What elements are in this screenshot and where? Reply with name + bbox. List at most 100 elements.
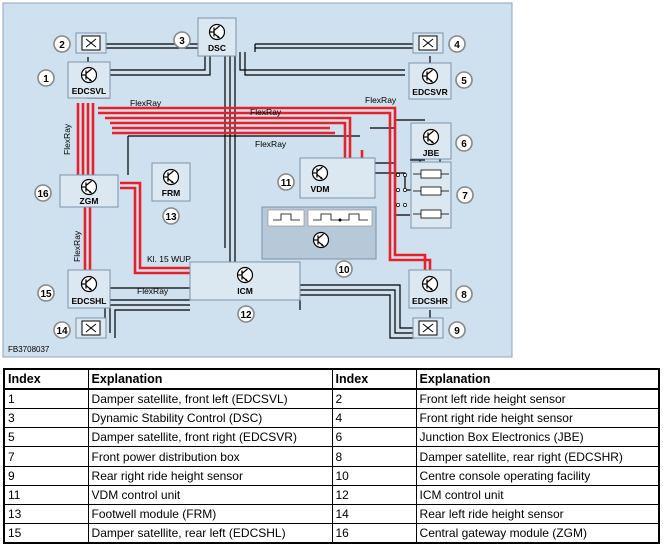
transistor-icon (162, 168, 180, 186)
cell-index: 7 (3, 446, 89, 467)
sensor-icon (418, 35, 438, 51)
module-console (261, 206, 377, 260)
callout-16: 16 (34, 184, 52, 202)
module-label-edcsvr: EDCSVR (412, 87, 447, 97)
cell-explanation: ICM control unit (415, 484, 660, 505)
transistor-icon (80, 275, 98, 293)
cell-explanation: Dynamic Stability Control (DSC) (87, 408, 333, 429)
svg-text:15: 15 (40, 289, 52, 300)
svg-text:2: 2 (59, 40, 65, 51)
callout-6: 6 (455, 134, 473, 152)
cell-index: 14 (331, 503, 417, 524)
table-row: 11 VDM control unit 12 ICM control unit (3, 484, 660, 505)
svg-text:8: 8 (461, 290, 467, 301)
module-label-edcshr: EDCSHR (412, 296, 448, 306)
module-label-frm: FRM (162, 188, 180, 198)
header-explanation: Explanation (415, 368, 660, 391)
cell-index: 13 (3, 503, 89, 524)
table-row: 5 Damper satellite, front right (EDCSVR)… (3, 427, 660, 448)
table-row: 1 Damper satellite, front left (EDCSVL) … (3, 388, 660, 410)
callout-10: 10 (335, 260, 353, 278)
cell-explanation: Centre console operating facility (415, 465, 660, 486)
transistor-icon (422, 128, 440, 146)
svg-text:10: 10 (338, 265, 350, 276)
module-zgm: ZGM (59, 174, 119, 208)
module-label-edcsvl: EDCSVL (72, 86, 106, 96)
module-icm: ICM (189, 261, 301, 301)
module-dsc: DSC (197, 17, 237, 57)
table-row: 3 Dynamic Stability Control (DSC) 4 Fron… (3, 408, 660, 429)
sensor-icon (81, 35, 101, 51)
flexray-label: FlexRay (255, 139, 287, 149)
header-explanation: Explanation (87, 368, 333, 391)
callout-12: 12 (237, 305, 255, 323)
svg-text:6: 6 (461, 139, 467, 150)
transistor-icon (311, 164, 329, 182)
cell-index: 5 (3, 427, 89, 448)
svg-text:1: 1 (43, 74, 49, 85)
callout-7: 7 (456, 186, 474, 204)
legend-body: Index Explanation Index Explanation 1 Da… (3, 368, 660, 544)
cell-index: 10 (331, 465, 417, 486)
transistor-icon (312, 231, 330, 249)
transistor-icon (80, 178, 98, 196)
svg-text:5: 5 (461, 76, 467, 87)
cell-explanation: VDM control unit (87, 484, 333, 505)
transistor-icon (421, 275, 439, 293)
callout-1: 1 (37, 69, 55, 87)
cell-explanation: Rear left ride height sensor (415, 503, 660, 524)
wiring-diagram: DSC EDCSVL EDCSVR JBE ZGM FRM (2, 2, 513, 358)
kl15-label: Kl. 15 WUP (147, 254, 191, 264)
sensor-icon (418, 320, 438, 336)
flexray-label: FlexRay (62, 123, 72, 155)
flexray-label: FlexRay (130, 98, 162, 108)
module-label-icm: ICM (237, 286, 253, 296)
module-edcsvr: EDCSVR (408, 62, 452, 100)
sensor-rear-left (75, 317, 107, 339)
number-callouts: 1 2 3 4 5 6 7 8 9 10 11 12 13 14 15 16 (34, 31, 474, 339)
flexray-label: FlexRay (365, 95, 397, 105)
callout-15: 15 (37, 284, 55, 302)
callout-14: 14 (53, 321, 71, 339)
callout-11: 11 (277, 173, 295, 191)
module-label-dsc: DSC (208, 43, 226, 53)
cell-explanation: Damper satellite, rear left (EDCSHL) (87, 522, 333, 544)
cell-index: 16 (331, 522, 417, 544)
cell-index: 6 (331, 427, 417, 448)
callout-5: 5 (455, 71, 473, 89)
flexray-label: FlexRay (250, 107, 282, 117)
cell-explanation: Damper satellite, front right (EDCSVR) (87, 427, 333, 448)
callout-3: 3 (173, 31, 191, 49)
module-edcshr: EDCSHR (408, 269, 452, 309)
callout-13: 13 (162, 207, 180, 225)
cell-explanation: Front left ride height sensor (415, 388, 660, 410)
bus-labels: FlexRay FlexRay FlexRay FlexRay FlexRay … (62, 95, 397, 296)
callout-2: 2 (53, 35, 71, 53)
cell-index: 11 (3, 484, 89, 505)
cell-index: 2 (331, 388, 417, 410)
legend-header-row: Index Explanation Index Explanation (3, 368, 660, 391)
module-label-zgm: ZGM (80, 196, 99, 206)
flexray-bus (76, 103, 432, 275)
flexray-label: FlexRay (137, 286, 169, 296)
sensor-rear-right (412, 317, 444, 339)
svg-text:12: 12 (240, 310, 252, 321)
table-row: 9 Rear right ride height sensor 10 Centr… (3, 465, 660, 486)
callout-4: 4 (448, 35, 466, 53)
table-row: 7 Front power distribution box 8 Damper … (3, 446, 660, 467)
sensor-icon (81, 320, 101, 336)
cell-index: 9 (3, 465, 89, 486)
header-index: Index (3, 368, 89, 391)
module-frm: FRM (151, 162, 191, 202)
cell-explanation: Rear right ride height sensor (87, 465, 333, 486)
module-edcshl: EDCSHL (67, 269, 111, 309)
flexray-label: FlexRay (72, 230, 82, 262)
svg-text:9: 9 (454, 326, 460, 337)
svg-text:13: 13 (165, 212, 177, 223)
table-row: 13 Footwell module (FRM) 14 Rear left ri… (3, 503, 660, 524)
cell-explanation: Junction Box Electronics (JBE) (415, 427, 660, 448)
cell-index: 3 (3, 408, 89, 429)
transistor-icon (80, 66, 98, 84)
svg-text:11: 11 (281, 178, 292, 189)
cell-explanation: Front power distribution box (87, 446, 333, 467)
